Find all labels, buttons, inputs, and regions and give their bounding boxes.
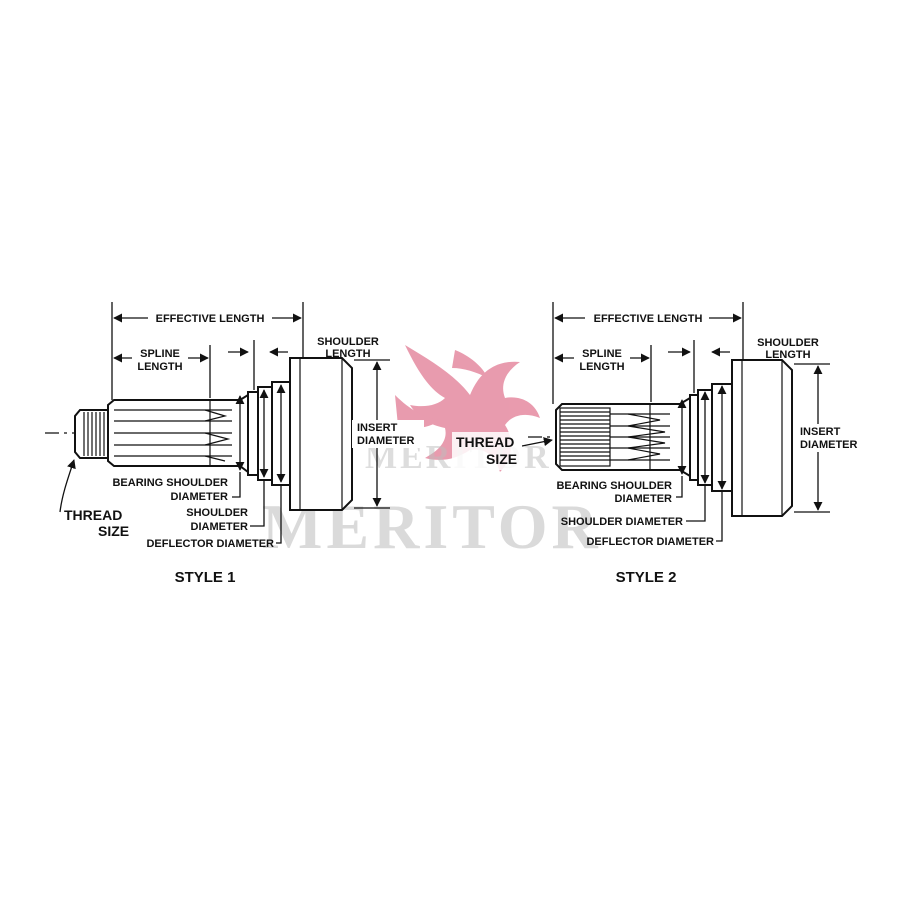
style2-deflector-diameter-label: DEFLECTOR DIAMETER xyxy=(586,536,714,548)
internal-thread xyxy=(560,411,610,461)
style2-shoulder-diameter-label: SHOULDER DIAMETER xyxy=(561,516,683,528)
style1-shoulder-diameter-label-2: DIAMETER xyxy=(191,521,249,533)
style-1-diagram: EFFECTIVE LENGTH SPLINE LENGTH SHOULDER … xyxy=(45,302,424,586)
style2-shoulder-length-label-1: SHOULDER xyxy=(757,337,819,349)
shoulder-steps xyxy=(247,381,291,486)
style2-shoulder-length-label-2: LENGTH xyxy=(765,349,810,361)
style2-insert-diameter-label-1: INSERT xyxy=(800,426,841,438)
style1-thread-size-label-2: SIZE xyxy=(98,523,129,539)
style-2-diagram: EFFECTIVE LENGTH SPLINE LENGTH SHOULDER … xyxy=(452,302,868,586)
style1-thread-size-label-1: THREAD xyxy=(64,507,122,523)
style2-insert-diameter-label-2: DIAMETER xyxy=(800,439,858,451)
style2-effective-length-label: EFFECTIVE LENGTH xyxy=(594,313,703,325)
style2-thread-size-label-2: SIZE xyxy=(486,451,517,467)
style2-bearing-shoulder-label-2: DIAMETER xyxy=(615,493,673,505)
spline-section xyxy=(107,393,249,474)
style1-insert-diameter-label-2: DIAMETER xyxy=(357,435,415,447)
style1-effective-length-label: EFFECTIVE LENGTH xyxy=(156,313,265,325)
style2-title: STYLE 2 xyxy=(616,569,677,586)
style1-title: STYLE 1 xyxy=(175,569,236,586)
style2-bearing-shoulder-label-1: BEARING SHOULDER xyxy=(556,480,672,492)
style1-shoulder-length-label-2: LENGTH xyxy=(325,348,370,360)
style1-spline-length-label-1: SPLINE xyxy=(140,348,180,360)
style1-shoulder-diameter-label-1: SHOULDER xyxy=(186,507,248,519)
thread-end xyxy=(74,409,109,459)
style1-deflector-diameter-label: DEFLECTOR DIAMETER xyxy=(146,538,274,550)
style2-spline-length-label-2: LENGTH xyxy=(579,361,624,373)
style1-shoulder-length-label-1: SHOULDER xyxy=(317,336,379,348)
style1-bearing-shoulder-label-1: BEARING SHOULDER xyxy=(112,477,228,489)
insert-section xyxy=(731,359,793,517)
style2-spline-length-label-1: SPLINE xyxy=(582,348,622,360)
insert-section xyxy=(289,357,353,511)
style1-bearing-shoulder-label-2: DIAMETER xyxy=(171,491,229,503)
style2-thread-size-label-1: THREAD xyxy=(456,434,514,450)
style1-spline-length-label-2: LENGTH xyxy=(137,361,182,373)
shoulder-steps xyxy=(689,383,733,492)
style1-insert-diameter-label-1: INSERT xyxy=(357,422,398,434)
spline-section xyxy=(555,396,691,478)
